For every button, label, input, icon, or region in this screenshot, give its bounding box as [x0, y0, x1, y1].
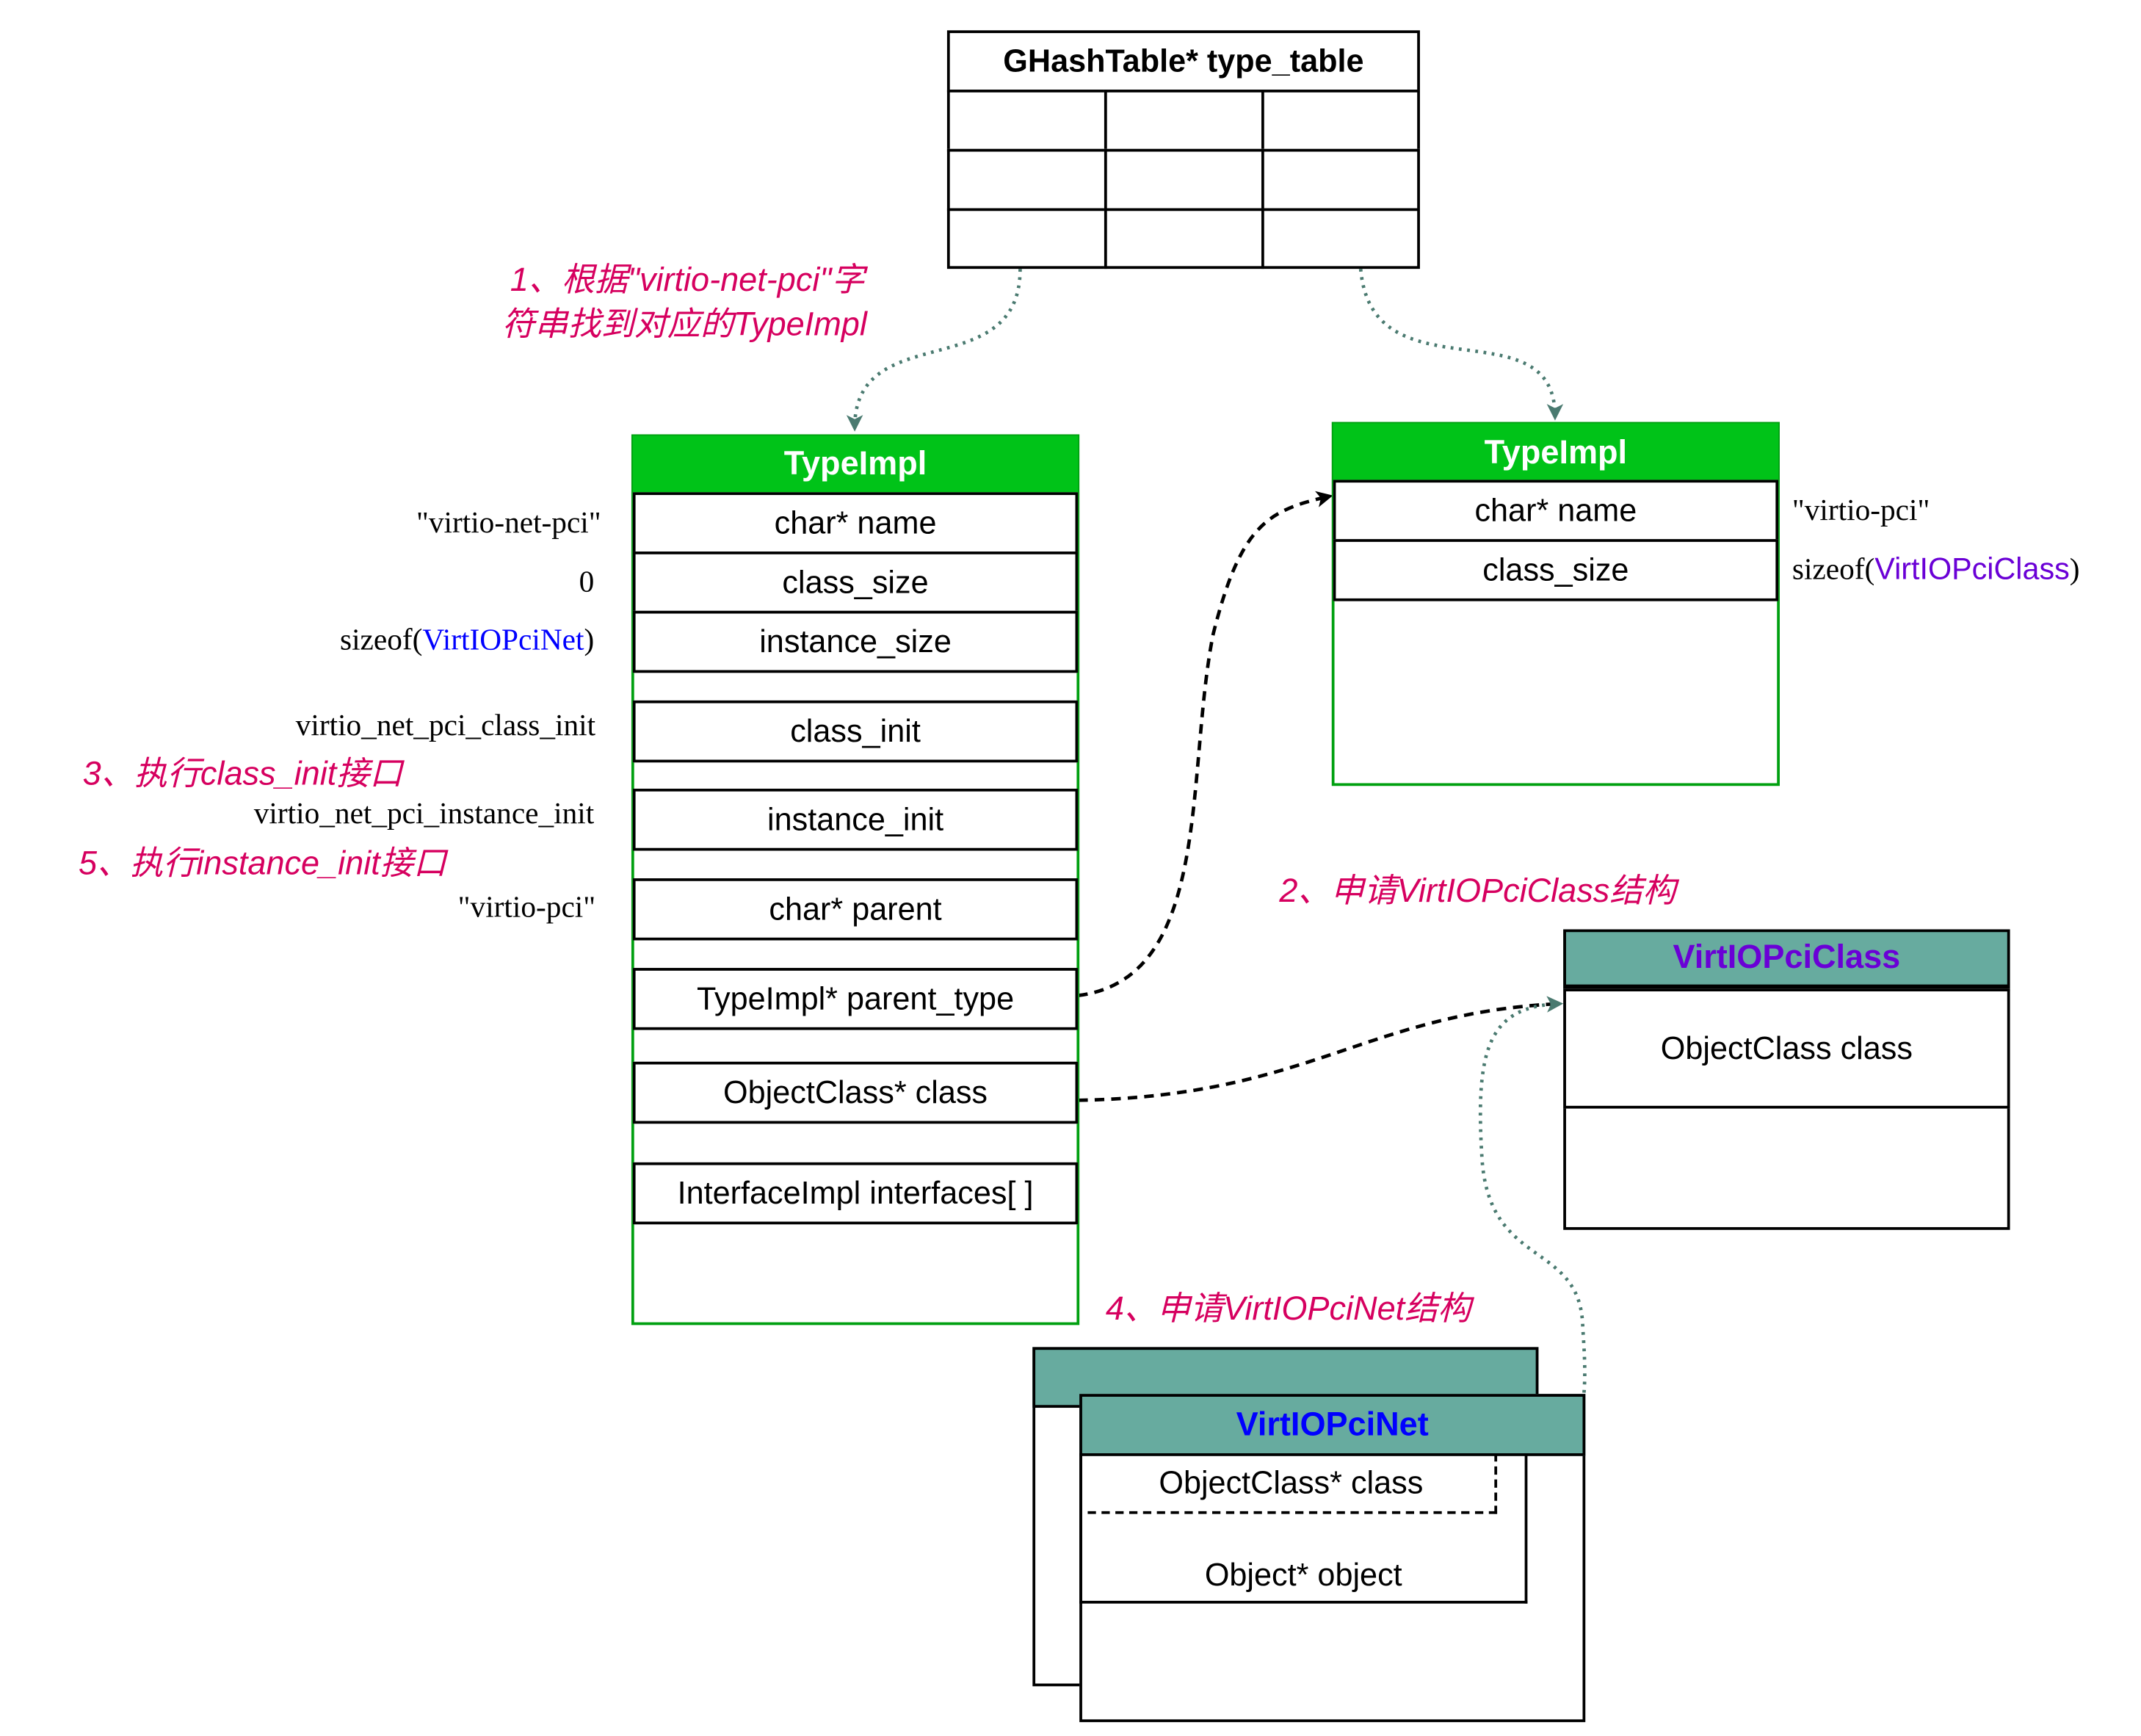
right-field-char-name: char* name	[1333, 480, 1779, 542]
virtio-pci-class-field: ObjectClass class	[1563, 988, 2010, 1109]
step4-annotation: 4、申请VirtIOPciNet结构	[1105, 1290, 1471, 1328]
value-instance-size-type: VirtIOPciNet	[422, 621, 584, 657]
class-pointer-arrow	[1078, 1002, 1558, 1102]
hash-table-cell	[1261, 148, 1420, 211]
field-char-parent: char* parent	[632, 878, 1079, 941]
right-value-class-size-type: VirtIOPciClass	[1874, 551, 2070, 586]
step2-annotation: 2、申请VirtIOPciClass结构	[1279, 872, 1676, 911]
virtio-pci-class-title: VirtIOPciClass	[1563, 929, 2010, 991]
value-class-init: virtio_net_pci_class_init	[295, 707, 596, 742]
field-instance-size: instance_size	[632, 610, 1079, 673]
hash-table-title: GHashTable* type_table	[946, 30, 1420, 93]
virtio-pci-net-class-field: ObjectClass* class	[1087, 1453, 1498, 1514]
value-instance-size-prefix: sizeof(	[340, 621, 423, 657]
value-name: "virtio-net-pci"	[416, 504, 601, 540]
virtio-pci-net-title: VirtIOPciNet	[1079, 1394, 1586, 1456]
right-field-class-size: class_size	[1333, 539, 1779, 601]
hash-table-cell	[1104, 208, 1264, 270]
hash-table-cell	[1104, 90, 1264, 152]
hash-to-left-typeimpl-connector	[846, 269, 1022, 432]
right-value-class-size-suffix: )	[2069, 551, 2080, 586]
field-class-init: class_init	[632, 700, 1079, 763]
value-instance-size: sizeof(VirtIOPciNet)	[340, 622, 594, 658]
typeimpl-right-title: TypeImpl	[1333, 423, 1779, 483]
right-value-class-size: sizeof(VirtIOPciClass)	[1792, 551, 2080, 587]
hash-to-right-typeimpl-connector	[1358, 268, 1564, 421]
field-char-name: char* name	[632, 492, 1079, 554]
hash-table-cell	[946, 148, 1107, 211]
value-class-size: 0	[579, 563, 595, 598]
step3-annotation: 3、执行class_init接口	[82, 755, 403, 793]
field-parent-type: TypeImpl* parent_type	[632, 968, 1079, 1030]
hash-table-cell	[946, 208, 1107, 270]
value-instance-init: virtio_net_pci_instance_init	[253, 795, 595, 831]
field-instance-init: instance_init	[632, 788, 1079, 851]
step1-annotation-line1: 1、根据"virtio-net-pci"字	[510, 261, 865, 300]
virtio-pci-net-object-field: Object* object	[1204, 1555, 1402, 1592]
value-instance-size-suffix: )	[584, 621, 595, 657]
value-parent: "virtio-pci"	[457, 889, 596, 924]
hash-table-cell	[1261, 90, 1420, 152]
typeimpl-left-title: TypeImpl	[632, 435, 1079, 494]
parent-type-pointer-arrow	[1077, 491, 1333, 997]
hash-table-cell	[946, 90, 1107, 152]
step1-annotation-line2: 符串找到对应的TypeImpl	[501, 305, 867, 344]
field-objectclass-class: ObjectClass* class	[632, 1061, 1079, 1124]
virtio-pci-net-inner-box	[1079, 1453, 1528, 1604]
hash-table-cell	[1104, 148, 1264, 211]
step5-annotation: 5、执行instance_init接口	[79, 845, 446, 883]
right-value-class-size-prefix: sizeof(	[1792, 551, 1875, 586]
field-interfaces: InterfaceImpl interfaces[ ]	[632, 1162, 1079, 1225]
right-value-name: "virtio-pci"	[1792, 492, 1930, 527]
field-class-size: class_size	[632, 551, 1079, 614]
hash-table-cell	[1261, 208, 1420, 270]
